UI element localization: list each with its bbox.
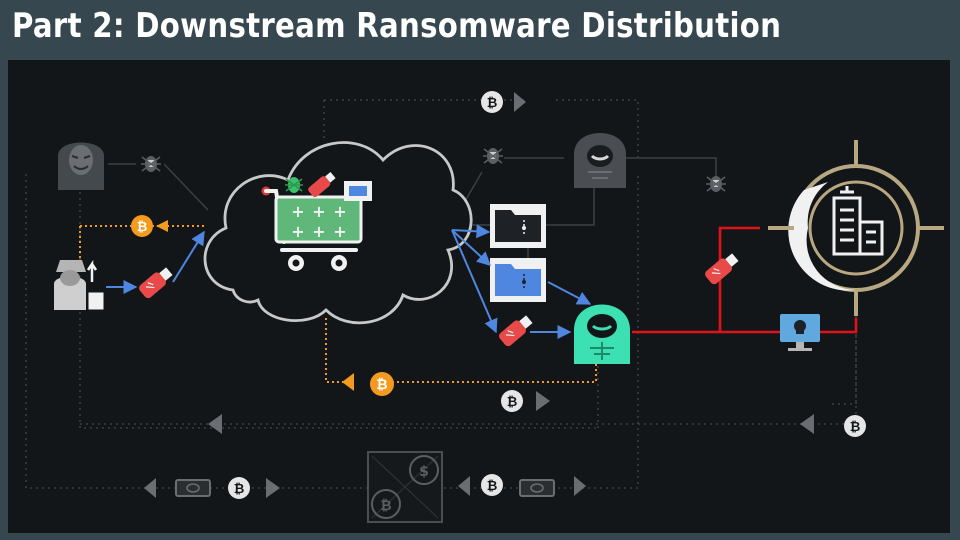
bitcoin-icon: ₿ [131,215,153,237]
hooded-hacker-icon [574,133,626,188]
arrow-left [458,476,470,496]
bitcoin-icon: ₿ [228,477,250,499]
diagram-panel: + + + + + + [8,60,950,533]
malware-bug-icon [141,156,161,172]
ransomware-flow-diagram: + + + + + + [25,91,944,523]
ransomware-operator-icon [574,304,630,364]
malware-bug-icon [483,148,503,164]
bitcoin-icon: ₿ [481,91,503,113]
arrow-right [536,391,550,411]
svg-text:₿: ₿ [380,498,391,514]
red-attack-path [632,226,858,334]
arrow-left [144,478,156,498]
cart-plus: + [312,222,325,241]
folder-icon [490,204,546,248]
arrow-right [266,478,280,498]
cash-icon [519,479,555,497]
monitor-skull-icon [780,314,820,351]
spy-with-usb-icon [54,259,105,311]
cart-plus: + [291,202,304,221]
svg-text:₿: ₿ [376,377,387,393]
blue-flow-arrows [106,224,592,339]
arrow-right [574,476,586,496]
svg-text:$: $ [419,464,429,480]
svg-text:₿: ₿ [487,96,498,111]
folder-icon [344,181,372,201]
usb-drive-icon [308,172,336,198]
svg-text:₿: ₿ [234,482,245,497]
bitcoin-icon: ₿ [501,390,523,412]
cash-icon [175,479,211,497]
svg-text:₿: ₿ [507,395,518,410]
cart-plus: + [333,202,346,221]
malware-bug-icon [706,176,726,192]
malware-bug-icon [285,177,303,193]
bitcoin-icon: ₿ [481,474,503,496]
arrow-left [208,414,222,434]
slide-title: Part 2: Downstream Ransomware Distributi… [12,6,782,46]
target-crosshair-icon [768,140,944,316]
svg-text:₿: ₿ [850,420,861,435]
bitcoin-icon: ₿ [844,415,866,437]
anonymous-mask-icon [58,142,104,190]
cart-plus: + [291,222,304,241]
arrow-right [514,92,526,112]
cart-plus: + [312,202,325,221]
svg-text:₿: ₿ [137,220,148,235]
usb-drive-icon [705,253,739,285]
arrow-left [156,220,168,232]
bitcoin-icon: ₿ [370,372,394,396]
coin-exchange-icon: $ ₿ [367,451,443,523]
cart-plus: + [333,222,346,241]
arrow-left [342,373,354,391]
svg-text:₿: ₿ [487,479,498,494]
usb-drive-icon [139,267,173,299]
usb-drive-icon [499,315,533,347]
office-building-icon [832,186,884,256]
arrow-left [800,414,814,434]
folder-icon [490,258,546,302]
shopping-cart-icon: + + + + + + [261,186,363,271]
